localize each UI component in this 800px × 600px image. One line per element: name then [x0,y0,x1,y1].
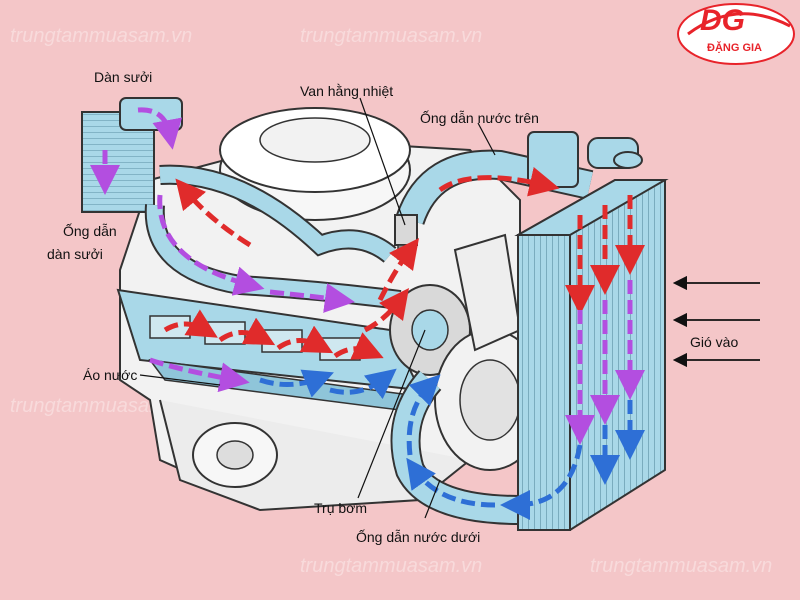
label-lower-hose: Ống dẫn nước dưới [356,529,481,545]
logo-mark: DG [700,4,745,37]
logo [677,3,795,65]
label-pump-shaft: Trụ bơm [314,500,367,516]
label-heater-hose-2: dàn sưởi [47,246,103,262]
watermark: trungtammuasam.vn [300,555,483,577]
radiator [514,131,669,531]
coolant-flow-hot [163,167,645,360]
watermark: trungtammuasam.vn [10,25,193,47]
label-thermostat: Van hằng nhiệt [300,83,394,99]
watermark: trungtammuasam.vn [590,555,773,577]
air-in-arrows [672,275,760,368]
watermark: trungtammuasam.vn [300,25,483,47]
leader-lines [139,97,496,519]
label-heater-hose-1: Ống dẫn [63,223,117,239]
label-water-jacket: Áo nước [83,367,138,383]
coolant-flow-cold [259,368,645,520]
logo-text: ĐẶNG GIA [707,42,762,54]
label-air-in: Gió vào [690,334,739,350]
label-upper-hose: Ống dẫn nước trên [420,110,539,126]
heater-core [81,97,183,213]
label-heater-core: Dàn sưởi [94,69,153,85]
upper-hose [395,149,594,226]
coolant-flow-mid [90,107,645,445]
watermark: trungtammuasam.vn [10,395,193,417]
